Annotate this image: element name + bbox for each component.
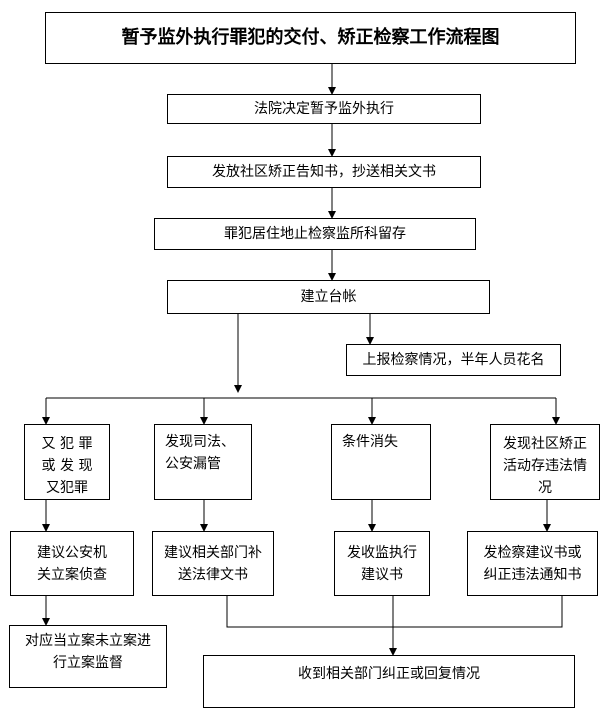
condition-line: 发现司法、 (165, 434, 235, 450)
step-ledger: 建立台帐 (167, 280, 490, 314)
step-retain: 罪犯居住地止检察监所科留存 (154, 218, 476, 250)
condition-line: 又犯罪 (46, 480, 88, 496)
condition-box: 又 犯 罪 或 发 现 又犯罪 (24, 424, 110, 500)
condition-line: 或 发 现 (41, 458, 93, 474)
step-notice: 发放社区矫正告知书，抄送相关文书 (167, 156, 481, 188)
condition-line: 又 犯 罪 (41, 436, 93, 452)
condition-line: 公安漏管 (165, 456, 221, 472)
condition-line: 条件消失 (342, 434, 398, 450)
final-box: 收到相关部门纠正或回复情况 (203, 655, 575, 708)
supervise-box: 对应当立案未立案进 行立案监督 (9, 625, 167, 688)
page-title: 暂予监外执行罪犯的交付、矫正检察工作流程图 (45, 12, 576, 64)
action-line: 建议书 (361, 566, 403, 583)
action-box: 建议相关部门补 送法律文书 (152, 531, 274, 596)
condition-box: 发现社区矫正 活动存违法情 况 (490, 424, 600, 500)
step-report: 上报检察情况，半年人员花名 (346, 344, 561, 376)
action-line: 建议相关部门补 (164, 544, 262, 561)
action-box: 建议公安机 关立案侦查 (10, 531, 134, 596)
action-box: 发检察建议书或 纠正违法通知书 (467, 531, 598, 596)
action-box: 发收监执行 建议书 (334, 531, 430, 596)
action-line: 送法律文书 (178, 566, 248, 583)
condition-line: 发现社区矫正 (503, 436, 587, 452)
action-line: 建议公安机 (37, 544, 107, 561)
supervise-line: 行立案监督 (53, 655, 123, 671)
action-line: 发收监执行 (347, 544, 417, 561)
condition-box: 条件消失 (331, 424, 431, 500)
condition-box: 发现司法、 公安漏管 (154, 424, 252, 500)
condition-line: 活动存违法情 (503, 458, 587, 474)
action-line: 关立案侦查 (37, 566, 107, 583)
action-line: 发检察建议书或 (483, 544, 582, 561)
condition-line: 况 (538, 480, 552, 496)
step-court-decision: 法院决定暂予监外执行 (167, 94, 481, 124)
merge-line-left (226, 596, 563, 628)
action-line: 纠正违法通知书 (483, 566, 582, 583)
supervise-line: 对应当立案未立案进 (25, 633, 151, 649)
